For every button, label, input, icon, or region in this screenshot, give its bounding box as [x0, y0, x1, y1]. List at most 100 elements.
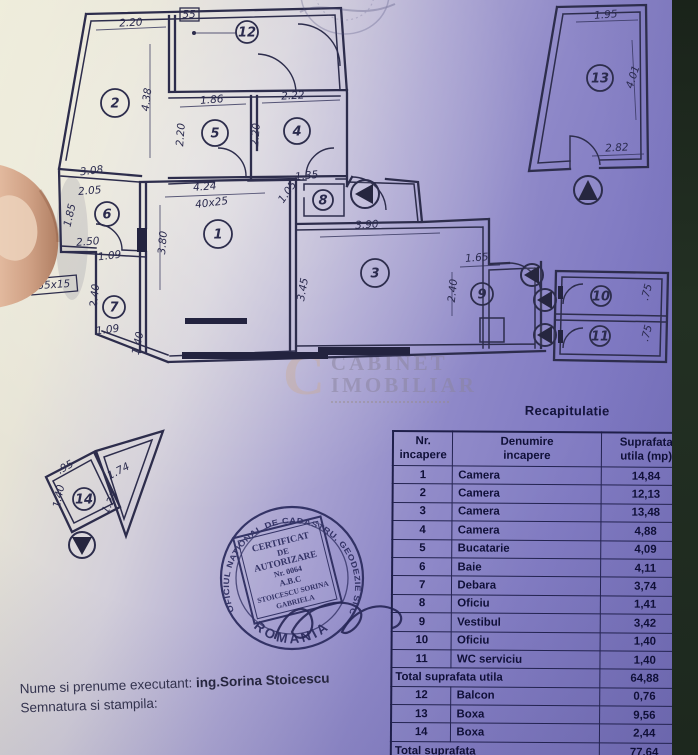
room-number: 8 [312, 189, 334, 211]
round-stamp: OFICIUL NATIONAL DE CADASTRU, GEODEZIE S… [200, 488, 403, 651]
dimension-label: 2.40 [88, 283, 102, 308]
triangle-circle-symbol [68, 531, 96, 559]
triangle-circle-symbol [533, 288, 557, 312]
cell-name: Bucatarie [452, 539, 601, 559]
room-number: 7 [102, 295, 126, 319]
dimension-label: 4.38 [140, 87, 155, 112]
dimension-label: 1.65 [465, 251, 489, 265]
photo-background-edge [672, 0, 698, 755]
plan-symbols [68, 175, 603, 559]
cell-name: Balcon [451, 686, 600, 706]
svg-text:1: 1 [213, 228, 222, 243]
room-number: 4 [283, 117, 311, 145]
cell-name: Camera [452, 484, 601, 504]
dimension-label: 1.35 [294, 169, 319, 183]
room-number: 11 [589, 325, 611, 347]
room-number: 1 [203, 219, 233, 249]
svg-text:9: 9 [477, 288, 486, 303]
cell-name: WC serviciu [451, 649, 600, 670]
svg-text:13: 13 [591, 72, 609, 87]
dimension-label: 2.40 [446, 278, 460, 303]
triangle-circle-symbol [573, 175, 603, 205]
dimension-label: .75 [639, 323, 655, 343]
svg-text:2: 2 [110, 97, 119, 112]
room-number: 9 [470, 282, 494, 306]
dimension-label: 2.20 [119, 16, 143, 29]
dimension-label: 2.20 [174, 122, 188, 146]
cell-name: Vestibul [451, 612, 600, 633]
svg-text:6: 6 [102, 208, 111, 223]
dimension-label: 2.50 [76, 235, 100, 249]
dimension-label: 4.01 [624, 64, 643, 90]
watermark-line2: IMOBILIAR [330, 373, 477, 397]
dimension-label: 2.82 [605, 141, 629, 154]
dimension-label: 55 [182, 9, 196, 21]
executant-name: ing.Sorina Stoicescu [195, 670, 330, 691]
cell-nr: 14 [390, 722, 451, 742]
svg-text:12: 12 [238, 26, 256, 41]
svg-text:10: 10 [592, 290, 610, 305]
dimension-label: .95 [55, 458, 76, 477]
room-number: 14 [72, 487, 96, 511]
col-header-nr: Nr.incapere [392, 430, 454, 466]
dimension-label: 1.09 [97, 249, 122, 264]
cell-name: Camera [452, 502, 601, 523]
cell-name: Debara [451, 576, 601, 596]
cell-name: Camera [452, 521, 601, 541]
cell-name: Oficiu [451, 594, 600, 615]
dimension-label: 1.40 [51, 483, 68, 509]
cell-name: Oficiu [451, 631, 600, 651]
plan-walls [57, 6, 547, 364]
svg-text:5: 5 [210, 127, 219, 142]
svg-text:4: 4 [291, 125, 301, 140]
room-number: 2 [100, 88, 130, 118]
cell-name: Boxa [450, 704, 600, 725]
room-number: 10 [590, 285, 612, 307]
top-stamp [299, 0, 396, 35]
triangle-circle-symbol [533, 323, 557, 347]
dimension-label: 1.95 [594, 8, 618, 22]
dimension-label: 3.08 [79, 164, 104, 179]
svg-text:3: 3 [370, 267, 379, 282]
signature-squiggle [273, 601, 403, 640]
dimension-label: 3.80 [156, 230, 170, 255]
svg-text:11: 11 [591, 330, 609, 345]
cell-nr: 13 [391, 704, 452, 724]
dimension-label: 1.86 [200, 93, 224, 107]
dimension-label: 1.85 [62, 202, 79, 228]
svg-text:7: 7 [109, 301, 119, 316]
room-number: 5 [201, 119, 229, 147]
room-number: 6 [94, 201, 120, 227]
dimension-label: 2.20 [249, 122, 263, 146]
svg-text:14: 14 [75, 493, 93, 508]
cell-nr: 1 [392, 465, 453, 485]
cell-name: Boxa [450, 723, 600, 743]
dimension-label: 3.45 [295, 277, 311, 302]
cell-name: Camera [452, 465, 601, 486]
recap-title: Recapitulatie [524, 402, 610, 419]
stamp-certificate-box: CERTIFICAT DE AUTORIZARE Nr. 0064 A.B.C … [231, 515, 344, 625]
dimension-label: 1.74 [105, 461, 131, 483]
cert-line: DE [276, 545, 290, 558]
watermark-tagline [330, 398, 449, 403]
total-label: Total suprafata [390, 741, 599, 755]
